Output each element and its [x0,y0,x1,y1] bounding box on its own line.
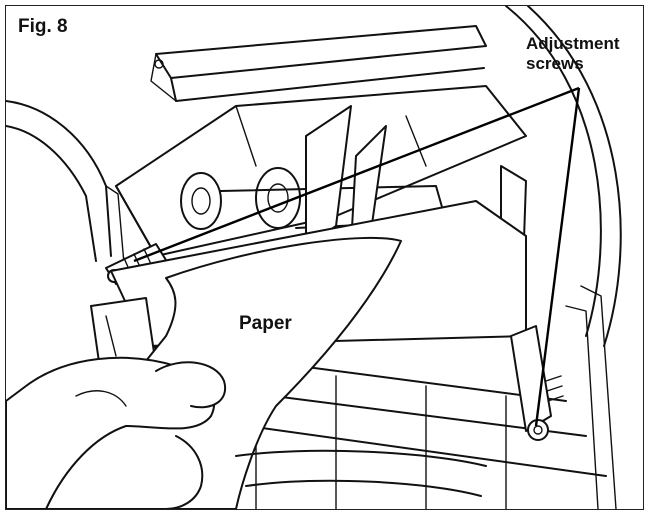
right-side-frame [505,6,622,509]
adjustment-screws-label-line1: Adjustment [526,34,620,53]
hand [6,356,227,509]
adjustment-screws-callout: Adjustment screws [526,34,620,73]
paper-sheet [45,236,402,509]
adjustment-screws-label-line2: screws [526,53,584,73]
figure-frame: Fig. 8 Adjustment screws Paper [5,5,644,510]
right-adjustment-screw [510,325,564,441]
leader-line-right [534,87,581,427]
mechanism-illustration [6,6,622,509]
left-side-frame [6,100,125,265]
lower-roller [235,449,487,497]
leader-lines [133,86,581,427]
leader-line-left [133,86,580,263]
paper-callout: Paper [239,313,292,334]
top-bar [150,25,487,102]
figure-label: Fig. 8 [18,16,68,37]
